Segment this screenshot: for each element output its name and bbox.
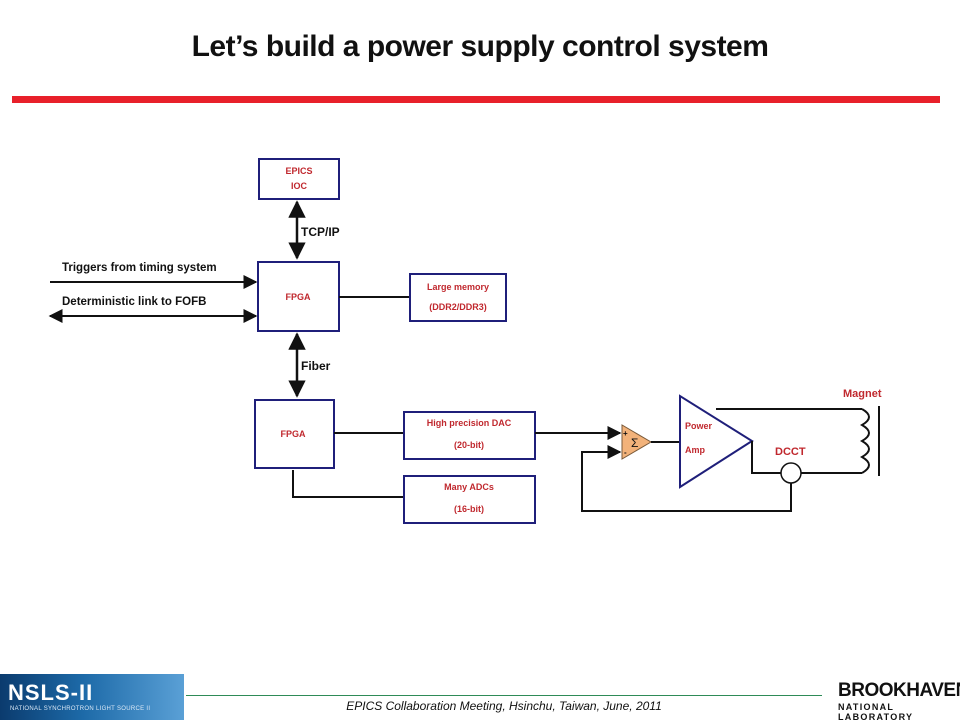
fpga-bottom-label: FPGA	[280, 429, 306, 439]
footer-divider	[186, 695, 822, 696]
slide-title: Let’s build a power supply control syste…	[191, 30, 769, 63]
fpga-top-box	[257, 261, 340, 332]
summer-symbol: Σ	[631, 436, 638, 450]
fofb-label: Deterministic link to FOFB	[62, 296, 206, 308]
brookhaven-logo-name: BROOKHAVEN	[838, 680, 960, 701]
summer-plus: +	[623, 429, 628, 438]
memory-box	[409, 273, 507, 322]
epics-ioc-label-1: EPICS	[285, 166, 312, 176]
nsls-ii-logo: NSLS-II NATIONAL SYNCHROTRON LIGHT SOURC…	[0, 674, 184, 720]
nsls-ii-logo-subtitle: NATIONAL SYNCHROTRON LIGHT SOURCE II	[10, 706, 151, 712]
power-amp-label-1: Power	[685, 421, 713, 431]
summer-minus: -	[624, 448, 627, 457]
epics-ioc-label-2: IOC	[291, 181, 308, 191]
power-amp-label-2: Amp	[685, 445, 706, 455]
adcs-label-1: Many ADCs	[444, 482, 494, 492]
brookhaven-logo-subtitle: NATIONAL LABORATORY	[838, 702, 914, 722]
fpga-bottom-box	[254, 399, 335, 469]
memory-label-2: (DDR2/DDR3)	[429, 302, 487, 312]
dac-label-1: High precision DAC	[427, 418, 512, 428]
adc-connector	[292, 470, 404, 498]
adcs-label-2: (16-bit)	[454, 504, 484, 514]
title-underline-bar	[12, 96, 940, 103]
power-amp	[679, 394, 754, 489]
fiber-label: Fiber	[301, 359, 331, 373]
memory-label-1: Large memory	[427, 282, 489, 292]
dac-box	[403, 411, 536, 460]
magnet-label: Magnet	[843, 388, 882, 400]
dac-label-2: (20-bit)	[454, 440, 484, 450]
fpga-top-label: FPGA	[285, 292, 311, 302]
brookhaven-logo: BROOKHAVEN NATIONAL LABORATORY	[834, 680, 960, 722]
magnet-bottom-wire	[751, 441, 862, 474]
summer-block	[621, 424, 652, 460]
feedback-loop-arrow	[581, 445, 792, 512]
epics-ioc-box	[258, 158, 340, 200]
footer-text: EPICS Collaboration Meeting, Hsinchu, Ta…	[346, 699, 662, 713]
magnet-coil-icon	[859, 408, 870, 474]
dcct-label: DCCT	[775, 446, 806, 458]
tcpip-label: TCP/IP	[301, 225, 340, 239]
nsls-ii-logo-mark: NSLS-II	[8, 680, 94, 705]
dcct-sensor-icon	[780, 462, 802, 484]
adcs-box	[403, 475, 536, 524]
triggers-label: Triggers from timing system	[62, 262, 217, 274]
